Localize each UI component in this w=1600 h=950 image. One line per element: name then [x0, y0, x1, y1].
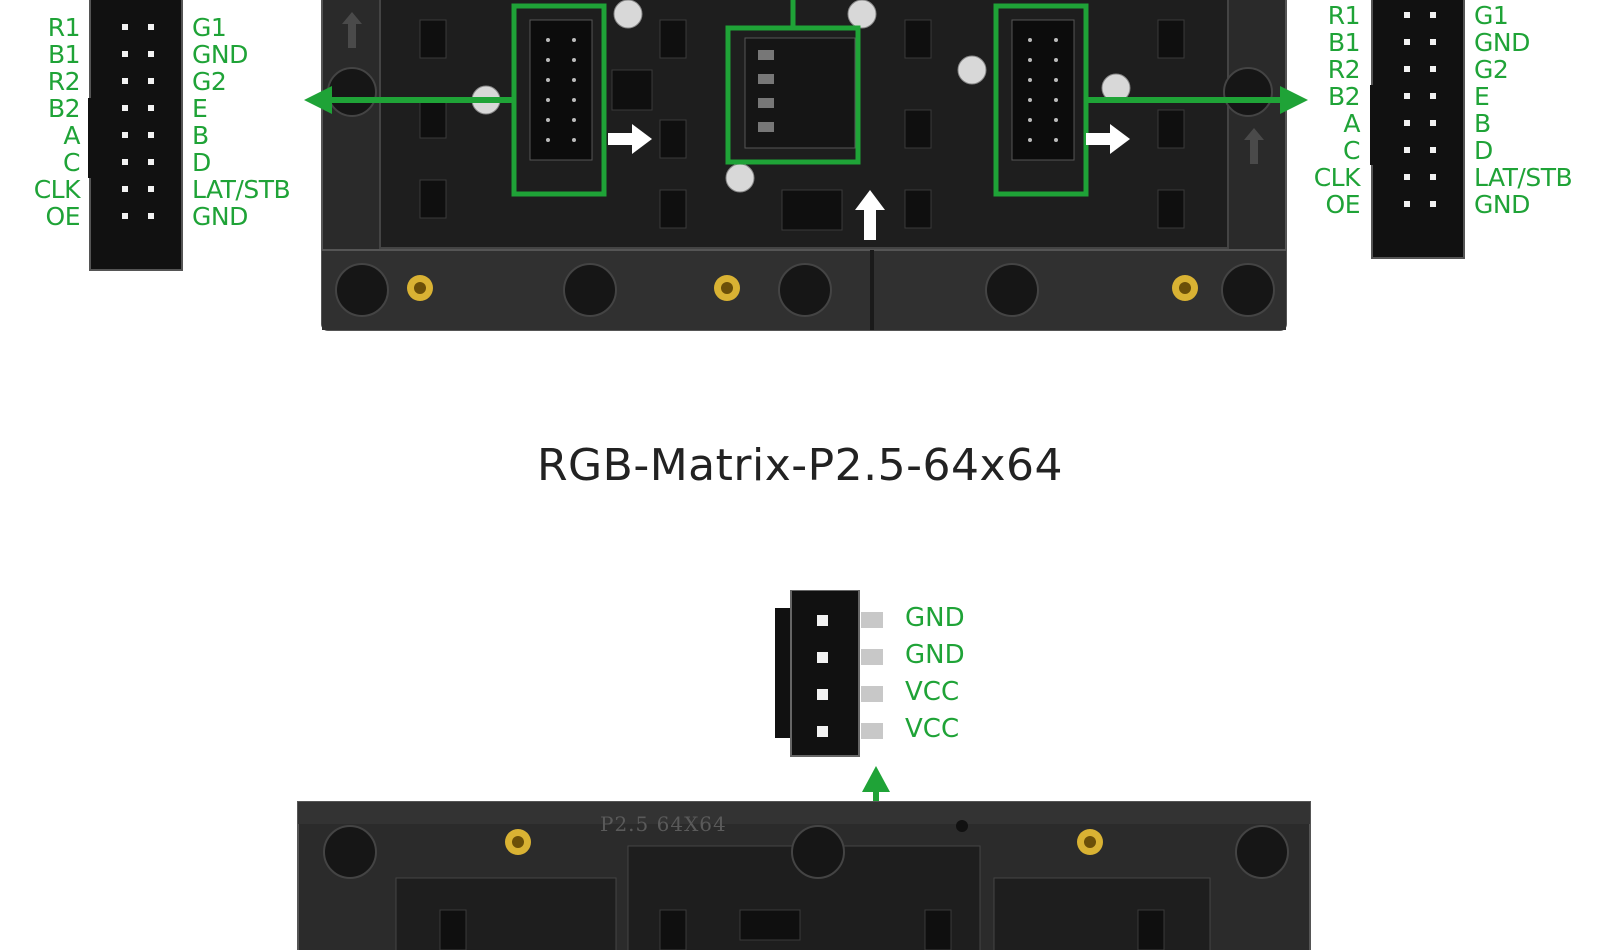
bottom-panel-board: [297, 766, 1311, 950]
pin-label: OE: [45, 202, 81, 231]
pin-label: B2: [1327, 82, 1361, 111]
pin-label: B1: [47, 40, 81, 69]
right-connector-header: [1370, 0, 1465, 259]
pin-label: D: [1474, 136, 1493, 165]
power-pin-label: VCC: [905, 677, 960, 707]
power-pin-label: GND: [905, 640, 965, 670]
pin-label: C: [63, 148, 80, 177]
power-pin-label: GND: [905, 603, 965, 633]
pin-label: CLK: [1313, 163, 1361, 192]
pin-label: B2: [47, 94, 81, 123]
left-connector-right-labels: G1 GND G2 E B D LAT/STB GND: [192, 13, 291, 231]
top-panel-board: [304, 0, 1308, 331]
board-silkscreen-label: P2.5 64X64: [600, 812, 727, 836]
pin-label: G2: [1474, 55, 1509, 84]
power-pin-label: VCC: [905, 714, 960, 744]
pin-label: GND: [192, 202, 248, 231]
pin-label: OE: [1325, 190, 1361, 219]
pin-label: B: [192, 121, 209, 150]
pin-label: R2: [1327, 55, 1361, 84]
pin-label: G1: [192, 13, 227, 42]
pin-label: B1: [1327, 28, 1361, 57]
pin-label: R1: [47, 13, 81, 42]
pin-label: GND: [192, 40, 248, 69]
pin-label: D: [192, 148, 211, 177]
pin-label: R1: [1327, 1, 1361, 30]
right-connector-right-labels: G1 GND G2 E B D LAT/STB GND: [1474, 1, 1573, 219]
pin-label: LAT/STB: [192, 175, 291, 204]
pin-label: GND: [1474, 190, 1530, 219]
pin-label: E: [1474, 82, 1490, 111]
pin-label: B: [1474, 109, 1491, 138]
pin-label: G1: [1474, 1, 1509, 30]
pin-label: R2: [47, 67, 81, 96]
right-connector-left-labels: R1 B1 R2 B2 A C CLK OE: [1290, 1, 1361, 219]
pin-label: A: [63, 121, 80, 150]
power-connector: [775, 590, 883, 757]
pin-label: C: [1343, 136, 1360, 165]
pin-label: E: [192, 94, 208, 123]
left-connector-left-labels: R1 B1 R2 B2 A C CLK OE: [10, 13, 81, 231]
pin-label: LAT/STB: [1474, 163, 1573, 192]
pin-label: G2: [192, 67, 227, 96]
power-connector-labels: GND GND VCC VCC: [905, 600, 965, 748]
pin-label: CLK: [33, 175, 81, 204]
pin-label: A: [1343, 109, 1360, 138]
left-connector-header: [88, 0, 183, 271]
diagram-title: RGB-Matrix-P2.5-64x64: [536, 440, 1064, 491]
pin-label: GND: [1474, 28, 1530, 57]
